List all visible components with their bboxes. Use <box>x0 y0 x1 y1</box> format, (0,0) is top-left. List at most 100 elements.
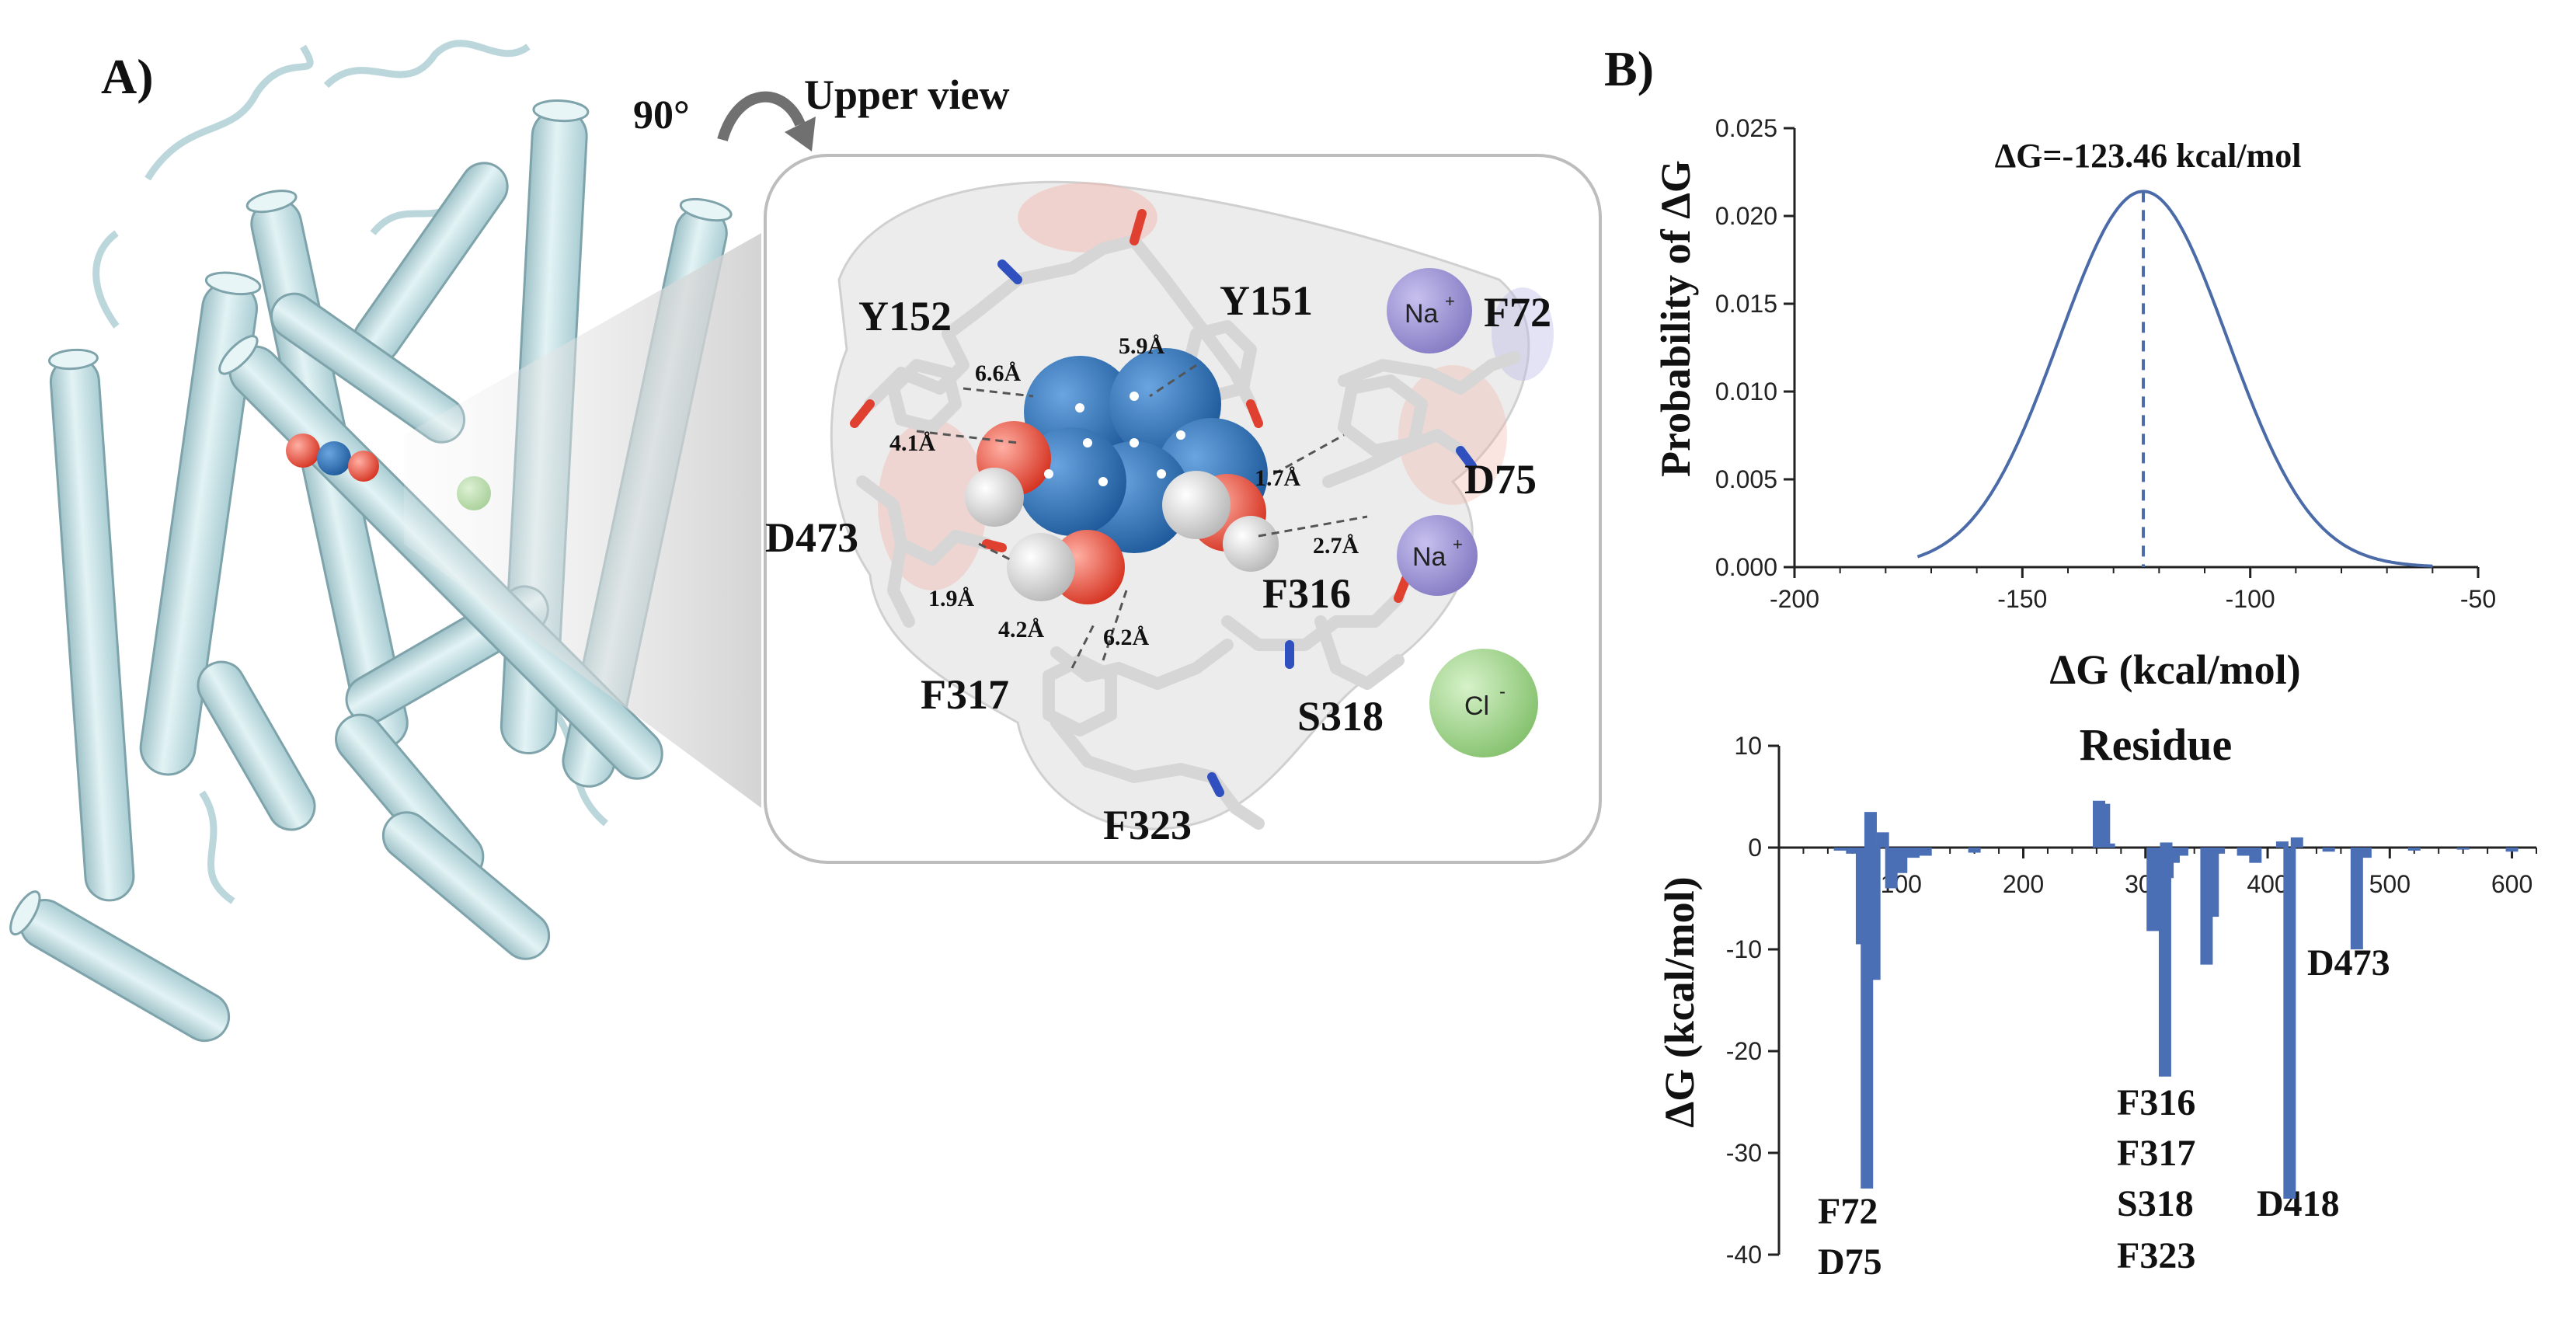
bar-residue-label: F316 <box>2117 1082 2195 1123</box>
residue-bar <box>1864 812 1877 848</box>
sodium-ion-2-charge: + <box>1453 534 1463 554</box>
distribution-y-tick-label: 0.015 <box>1715 290 1777 318</box>
nitrogen-accent <box>997 259 1022 284</box>
bar-y-tick-label: -20 <box>1726 1037 1762 1065</box>
distribution-y-tick-label: 0.010 <box>1715 378 1777 406</box>
bar-y-axis-title: ΔG (kcal/mol) <box>1656 876 1703 1127</box>
bar-x-tick-label: 600 <box>2491 870 2532 898</box>
distribution-x-tick-label: -150 <box>1997 585 2047 613</box>
residue-bar <box>2322 848 2335 852</box>
rotation-arrowhead-icon <box>785 117 816 151</box>
bar-x-tick-label: 500 <box>2369 870 2411 898</box>
oxygen-accent <box>850 399 875 428</box>
distance-label: 2.7Å <box>1313 533 1359 559</box>
distribution-y-tick-label: 0.000 <box>1715 553 1777 581</box>
decomposition-bar-chart: ΔG (kcal/mol) Residue F72 D75 F316 F317 … <box>1656 719 2537 1283</box>
residue-d473-stick <box>856 475 993 628</box>
bar-residue-label: D75 <box>1818 1241 1882 1283</box>
distribution-y-axis-title: Probability of ΔG <box>1652 160 1699 477</box>
bar-residue-label: S318 <box>2117 1183 2194 1224</box>
residue-s318-stick <box>1314 615 1405 690</box>
residue-bar <box>2237 848 2250 856</box>
chloride-ion-label: Cl <box>1464 691 1489 721</box>
helix <box>352 162 509 364</box>
bar-y-tick-label: 0 <box>1748 834 1762 862</box>
oxygen-accent <box>982 539 1007 552</box>
residue-bar <box>2290 837 2303 848</box>
ligand-oxygen-atom <box>286 433 320 468</box>
ligand-hydrogen-atom <box>1162 471 1231 539</box>
rotation-label: 90° <box>633 93 690 138</box>
residue-f72-stick <box>1338 351 1521 395</box>
residue-bar <box>1868 848 1881 980</box>
residue-bar <box>2102 843 2115 848</box>
bar-residue-label: F323 <box>2117 1235 2195 1276</box>
residue-label: F72 <box>1484 289 1551 336</box>
residue-bar <box>1885 848 1898 889</box>
distance-label: 4.1Å <box>889 430 936 456</box>
bar-y-tick-label: -40 <box>1726 1241 1762 1269</box>
distribution-y-tick-label: 0.005 <box>1715 465 1777 493</box>
sodium-ion-1: Na + <box>1387 268 1472 353</box>
residue-f317-stick <box>1050 639 1234 690</box>
residue-y152-stick <box>864 235 1140 410</box>
ligand-carbon-atom <box>317 441 351 475</box>
ligand-hydrogen-atom <box>1007 533 1075 601</box>
distribution-x-tick-label: -100 <box>2226 585 2275 613</box>
bar-x-tick-label: 400 <box>2247 870 2288 898</box>
helix <box>47 348 135 902</box>
residue-bar <box>2456 848 2470 850</box>
residue-bar <box>2097 803 2111 848</box>
residue-bar <box>1833 848 1847 851</box>
bar-chart-title: Residue <box>2080 719 2233 770</box>
residue-bar <box>2350 848 2363 949</box>
distance-lines <box>916 364 1368 669</box>
helix <box>9 890 231 1043</box>
zoom-cone <box>404 233 761 808</box>
heteroatom-accents <box>850 209 1477 797</box>
sodium-ion-1-charge: + <box>1445 291 1455 311</box>
residue-bar <box>2158 848 2171 1077</box>
residue-bar <box>2358 848 2372 858</box>
chloride-ion-charge: - <box>1499 681 1506 702</box>
residue-bar <box>2283 848 2296 1199</box>
sodium-ion-2-label: Na <box>1412 542 1446 572</box>
residue-label: D473 <box>765 514 858 561</box>
oxygen-accent <box>1246 399 1263 428</box>
bar-residue-label: D418 <box>2257 1183 2340 1224</box>
residue-y152-ring <box>887 359 962 433</box>
peak-annotation: ΔG=-123.46 kcal/mol <box>1995 137 2302 175</box>
ligand-hydrogen-atom <box>965 468 1024 527</box>
residue-f317-ring <box>1043 654 1117 736</box>
distribution-x-tick-label: -50 <box>2460 585 2496 613</box>
residue-label: F316 <box>1262 570 1351 617</box>
residue-bar <box>1968 848 1981 853</box>
bar-y-tick-label: 10 <box>1734 732 1762 760</box>
distribution-curve <box>1916 190 2433 568</box>
distribution-x-axis-title: ΔG (kcal/mol) <box>2049 646 2300 693</box>
distribution-y-tick-label: 0.020 <box>1715 202 1777 230</box>
oxygen-accent <box>1130 209 1147 245</box>
sodium-ion-2: Na + <box>1397 515 1478 596</box>
distance-label: 6.2Å <box>1103 625 1150 650</box>
ligand-highlights <box>1044 392 1185 486</box>
chloride-ion-zoom: Cl - <box>1429 649 1538 757</box>
residue-bar <box>2160 842 2173 848</box>
distribution-chart: Probability of ΔG ΔG (kcal/mol) ΔG=-123.… <box>1652 114 2496 693</box>
nitrogen-accent <box>1456 446 1477 471</box>
residue-labels: Y152 Y151 F72 D75 D473 F316 F317 S318 F3… <box>765 277 1551 848</box>
residue-bar <box>2505 848 2519 852</box>
residue-label: F323 <box>1103 802 1192 848</box>
panel-b-label: B) <box>1604 41 1654 96</box>
residue-bar <box>1876 832 1889 848</box>
residue-label: F317 <box>921 671 1009 718</box>
bar-x-tick-label: 200 <box>2003 870 2044 898</box>
residue-bar <box>2206 848 2219 917</box>
bar-y-tick-label: -30 <box>1726 1139 1762 1167</box>
panel-a-label: A) <box>101 49 154 104</box>
bar-y-tick-label: -10 <box>1726 935 1762 963</box>
bar-residue-label: D473 <box>2307 942 2390 984</box>
oxygen-accent <box>1394 574 1411 603</box>
helix <box>381 811 551 960</box>
residue-y151-stick <box>1128 235 1257 410</box>
